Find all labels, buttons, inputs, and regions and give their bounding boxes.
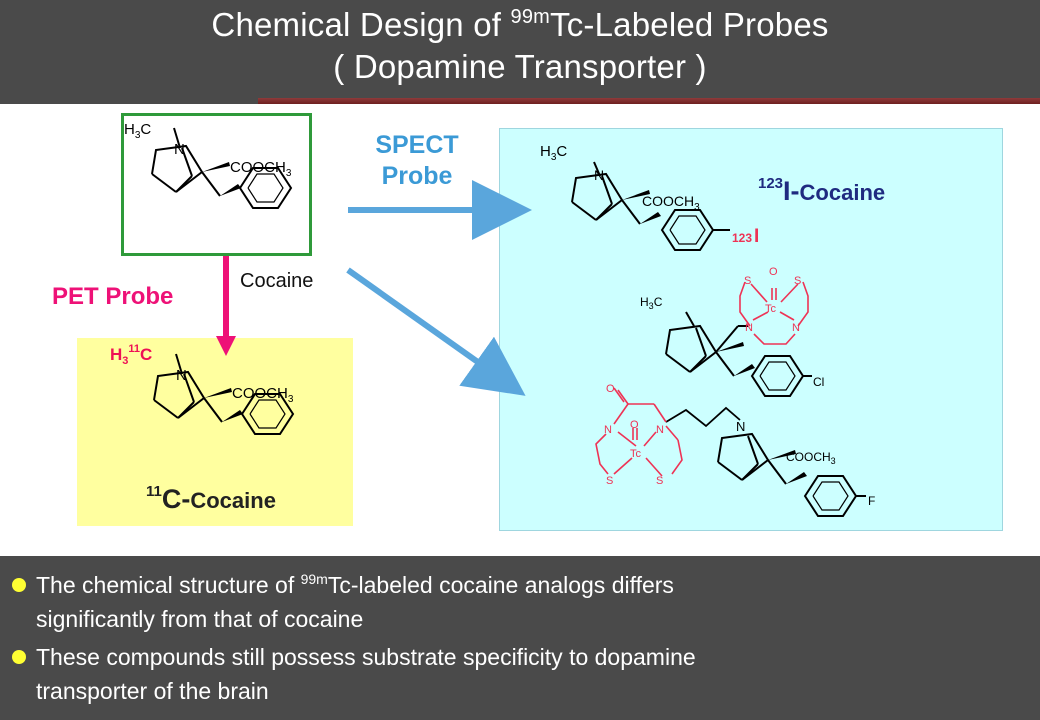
pet-probe-label: PET Probe (52, 283, 174, 310)
c11-cocaine-molecule: N H311C COOCH3 (110, 343, 294, 435)
cocaine-nitrogen: N (174, 141, 185, 158)
title-prefix: Chemical Design of (211, 6, 511, 43)
chelate2-tc: Tc (630, 448, 642, 460)
i123-ester: COOCH3 (642, 193, 700, 213)
i123-cocaine-caption: 123I-Cocaine (758, 175, 886, 206)
cocaine-methyl: H3C (124, 121, 151, 141)
bullet-dot-icon (12, 650, 26, 664)
chloro-analog-methyl: H3C (640, 295, 663, 311)
spect-probe-panel (499, 128, 1003, 531)
tc-fluoro-analog-molecule: N COOCH3 F O N N O Tc S (595, 383, 875, 517)
pet-arrow (216, 256, 236, 356)
fluoro-analog-nitrogen: N (736, 419, 745, 434)
chelate1-tc: Tc (765, 303, 777, 315)
cocaine-molecule: N H3C COOCH3 (124, 121, 292, 209)
chelate1-n-right: N (792, 322, 800, 334)
chelate2-n-right: N (656, 424, 664, 436)
title-suffix: Tc-Labeled Probes (550, 6, 829, 43)
fluoro-label: F (868, 494, 875, 508)
chelate2-s-left: S (606, 475, 613, 487)
title-line2: ( Dopamine Transporter ) (333, 48, 707, 85)
spect-arrow-lower (346, 267, 526, 396)
chloro-label: Cl (813, 375, 824, 389)
i123-nitrogen: N (594, 167, 604, 183)
bullet-item: The chemical structure of 99mTc-labeled … (12, 568, 1022, 636)
chemical-structures-diagram: N H3C COOCH3 N H311C COOCH3 N H3C COOCH3… (110, 121, 875, 517)
c11-nitrogen: N (176, 367, 187, 384)
chelate1-s-left: S (744, 275, 751, 287)
i123-methyl: H3C (540, 143, 567, 163)
spect-label-line1: SPECT (375, 131, 459, 159)
bullet-item: These compounds still possess substrate … (12, 640, 1022, 708)
chelate1-n-left: N (745, 322, 753, 334)
fluoro-analog-ester: COOCH3 (786, 450, 836, 466)
summary-footer: The chemical structure of 99mTc-labeled … (0, 556, 1040, 720)
chelate1-s-right: S (794, 275, 801, 287)
c11-cocaine-caption: 11C-Cocaine (146, 483, 276, 514)
c11-methyl: H311C (110, 343, 152, 367)
slide-title: Chemical Design of 99mTc-Labeled Probes … (0, 4, 1040, 88)
summary-bullet-list: The chemical structure of 99mTc-labeled … (12, 568, 1022, 712)
chelate2-n-left: N (604, 424, 612, 436)
title-isotope-sup: 99m (510, 6, 551, 28)
chelate2-oxygen: O (630, 419, 639, 431)
title-banner (0, 0, 1040, 104)
cocaine-caption: Cocaine (240, 270, 314, 292)
pet-probe-panel (77, 338, 353, 526)
chelate2-carbonyl-o: O (606, 383, 615, 395)
bullet-dot-icon (12, 578, 26, 592)
tc-chloro-analog-molecule: H3C Cl N N S S O Tc (640, 266, 824, 397)
spect-label-line2: Probe (381, 162, 453, 190)
title-accent-rule (258, 98, 1040, 104)
chelate1-oxygen: O (769, 266, 778, 278)
spect-probe-label: SPECT Probe (342, 130, 492, 192)
chelate2-s-right: S (656, 475, 663, 487)
